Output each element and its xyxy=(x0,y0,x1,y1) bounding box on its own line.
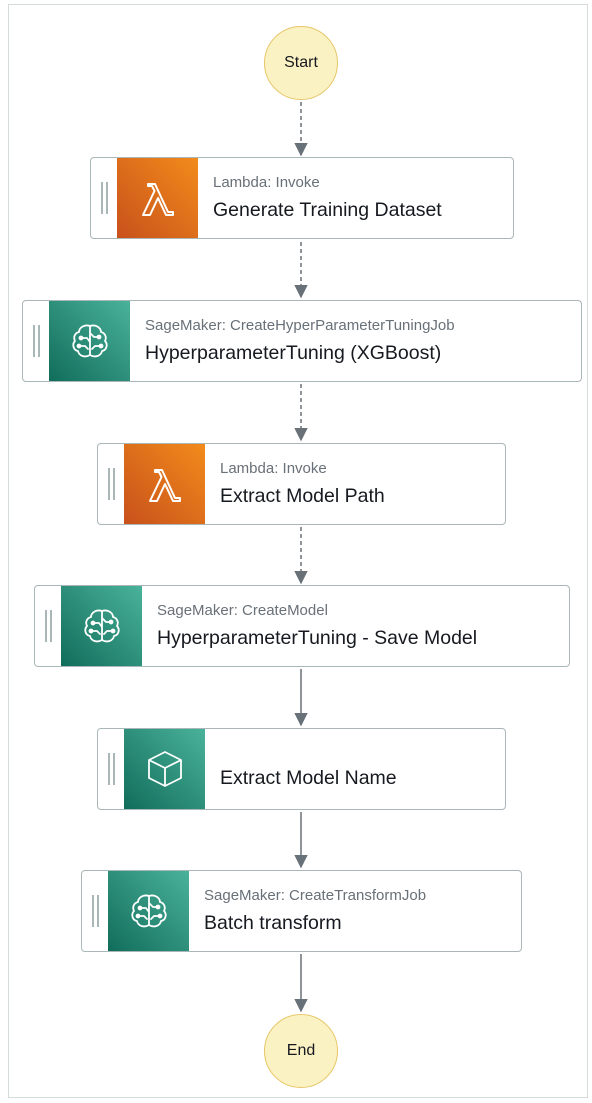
drag-handle[interactable] xyxy=(91,158,117,238)
state-batch-transform[interactable]: SageMaker: CreateTransformJob Batch tran… xyxy=(81,870,522,952)
drag-handle[interactable] xyxy=(98,444,124,524)
state-extract-model-path[interactable]: Lambda: Invoke Extract Model Path xyxy=(97,443,506,525)
state-type: Lambda: Invoke xyxy=(220,459,327,477)
state-name: Generate Training Dataset xyxy=(213,198,442,221)
drag-handle[interactable] xyxy=(98,729,124,809)
state-type: SageMaker: CreateModel xyxy=(157,601,328,619)
sagemaker-brain-icon xyxy=(49,301,130,381)
state-hyperparameter-tuning[interactable]: SageMaker: CreateHyperParameterTuningJob… xyxy=(22,300,582,382)
state-type: SageMaker: CreateTransformJob xyxy=(204,886,427,904)
start-label: Start xyxy=(284,54,318,71)
drag-handle[interactable] xyxy=(23,301,49,381)
sagemaker-brain-icon xyxy=(61,586,142,666)
cube-icon xyxy=(124,729,205,809)
state-type: SageMaker: CreateHyperParameterTuningJob xyxy=(145,316,455,334)
state-name: Extract Model Path xyxy=(220,484,385,507)
drag-handle[interactable] xyxy=(82,871,108,951)
sagemaker-brain-icon xyxy=(108,871,189,951)
state-name: HyperparameterTuning (XGBoost) xyxy=(145,341,442,364)
state-name: Extract Model Name xyxy=(220,767,397,789)
state-name: Batch transform xyxy=(204,911,342,934)
state-generate-training-dataset[interactable]: Lambda: Invoke Generate Training Dataset xyxy=(90,157,514,239)
state-type: Lambda: Invoke xyxy=(213,173,320,191)
state-extract-model-name[interactable]: Extract Model Name xyxy=(97,728,506,810)
start-node[interactable]: Start xyxy=(264,26,338,100)
drag-handle[interactable] xyxy=(35,586,61,666)
state-save-model[interactable]: SageMaker: CreateModel HyperparameterTun… xyxy=(34,585,570,667)
lambda-icon xyxy=(124,444,205,524)
lambda-icon xyxy=(117,158,198,238)
end-label: End xyxy=(286,1042,316,1059)
state-name: HyperparameterTuning - Save Model xyxy=(157,626,478,649)
end-node[interactable]: End xyxy=(264,1014,338,1088)
